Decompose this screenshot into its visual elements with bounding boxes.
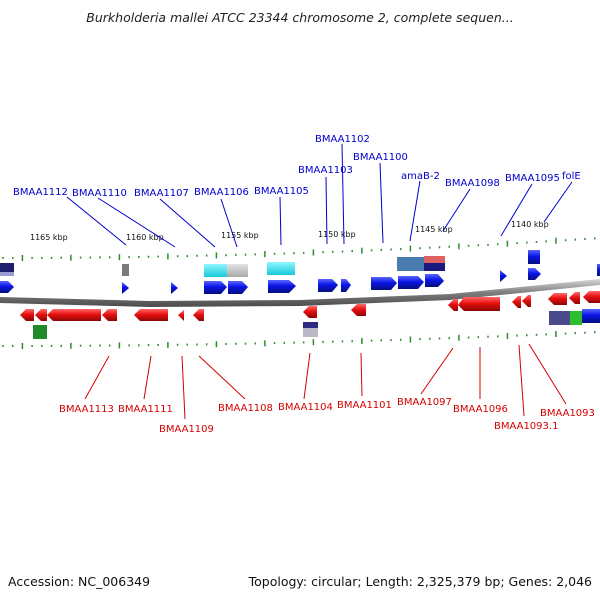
accession-text: Accession: NC_006349 xyxy=(8,574,151,589)
forward-gene[interactable] xyxy=(171,282,178,294)
genome-backbone xyxy=(0,279,600,307)
forward-gene[interactable] xyxy=(122,282,129,294)
feature-block[interactable] xyxy=(570,311,582,325)
top-tick-row xyxy=(2,237,596,261)
reverse-gene[interactable] xyxy=(35,309,47,321)
gene-label[interactable]: BMAA1108 xyxy=(218,403,273,414)
gene-label[interactable]: BMAA1098 xyxy=(445,178,500,189)
ruler-label: 1155 kbp xyxy=(221,231,259,240)
gene-label[interactable]: BMAA1095 xyxy=(505,173,560,184)
feature-block[interactable] xyxy=(424,263,445,271)
gene-label[interactable]: BMAA1110 xyxy=(72,188,127,199)
reverse-gene[interactable] xyxy=(178,310,184,321)
gene-label[interactable]: BMAA1107 xyxy=(134,188,189,199)
map-title: Burkholderia mallei ATCC 23344 chromosom… xyxy=(86,10,514,25)
reverse-gene[interactable] xyxy=(569,292,580,304)
reverse-gene[interactable] xyxy=(193,309,204,321)
reverse-gene[interactable] xyxy=(448,299,458,311)
genome-info-text: Topology: circular; Length: 2,325,379 bp… xyxy=(248,574,592,589)
reverse-gene[interactable] xyxy=(351,304,366,316)
forward-gene[interactable] xyxy=(318,279,338,292)
bottom-leader-lines xyxy=(84,343,567,420)
feature-block[interactable] xyxy=(227,264,248,277)
feature-block[interactable] xyxy=(582,309,600,323)
gene-label[interactable]: BMAA1103 xyxy=(298,165,353,176)
forward-gene[interactable] xyxy=(371,277,397,290)
reverse-gene[interactable] xyxy=(134,309,168,321)
forward-gene[interactable] xyxy=(597,264,600,276)
top-gene-labels: BMAA1112 BMAA1110 BMAA1107 BMAA1106 BMAA… xyxy=(13,134,581,199)
ruler-label: 1165 kbp xyxy=(30,233,68,242)
reverse-gene[interactable] xyxy=(548,293,567,305)
forward-gene[interactable] xyxy=(341,279,351,292)
forward-gene[interactable] xyxy=(528,268,541,280)
forward-genes xyxy=(0,264,600,294)
reverse-gene[interactable] xyxy=(47,309,101,321)
feature-block[interactable] xyxy=(528,250,540,264)
gene-label[interactable]: BMAA1111 xyxy=(118,404,173,415)
gene-label[interactable]: BMAA1093.1 xyxy=(494,421,558,432)
ruler-label: 1160 kbp xyxy=(126,233,164,242)
ruler-label: 1150 kbp xyxy=(318,230,356,239)
bottom-tick-row xyxy=(2,331,596,349)
forward-gene[interactable] xyxy=(398,276,424,289)
reverse-gene[interactable] xyxy=(512,296,521,308)
feature-block[interactable] xyxy=(303,328,318,337)
feature-blocks xyxy=(0,250,600,339)
gene-label[interactable]: BMAA1102 xyxy=(315,134,370,145)
gene-label[interactable]: folE xyxy=(562,171,581,182)
feature-block[interactable] xyxy=(303,322,318,328)
feature-block[interactable] xyxy=(0,272,14,276)
forward-gene[interactable] xyxy=(204,281,227,294)
forward-gene[interactable] xyxy=(228,281,248,294)
gene-label[interactable]: BMAA1093 xyxy=(540,408,595,419)
feature-block[interactable] xyxy=(33,325,47,339)
gene-label[interactable]: amaB-2 xyxy=(401,171,440,182)
gene-label[interactable]: BMAA1101 xyxy=(337,400,392,411)
ruler-label: 1140 kbp xyxy=(511,220,549,229)
feature-block[interactable] xyxy=(122,264,129,276)
gene-label[interactable]: BMAA1100 xyxy=(353,152,408,163)
ruler-labels: 1165 kbp 1160 kbp 1155 kbp 1150 kbp 1145… xyxy=(30,220,549,242)
feature-block[interactable] xyxy=(267,262,295,275)
feature-block[interactable] xyxy=(424,256,445,264)
ruler-label: 1145 kbp xyxy=(415,225,453,234)
gene-label[interactable]: BMAA1104 xyxy=(278,402,333,413)
gene-label[interactable]: BMAA1105 xyxy=(254,186,309,197)
gene-label[interactable]: BMAA1106 xyxy=(194,187,249,198)
gene-label[interactable]: BMAA1096 xyxy=(453,404,508,415)
bottom-gene-labels: BMAA1113 BMAA1111 BMAA1109 BMAA1108 BMAA… xyxy=(59,397,595,435)
reverse-gene[interactable] xyxy=(303,306,317,318)
forward-gene[interactable] xyxy=(500,270,507,282)
forward-gene[interactable] xyxy=(425,274,444,287)
feature-block[interactable] xyxy=(204,264,227,277)
gene-label[interactable]: BMAA1097 xyxy=(397,397,452,408)
reverse-gene[interactable] xyxy=(20,309,34,321)
forward-gene[interactable] xyxy=(0,281,14,293)
gene-label[interactable]: BMAA1113 xyxy=(59,404,114,415)
forward-gene[interactable] xyxy=(268,280,296,293)
top-leader-lines xyxy=(66,143,573,248)
gene-label[interactable]: BMAA1112 xyxy=(13,187,68,198)
reverse-gene[interactable] xyxy=(522,295,531,307)
reverse-genes xyxy=(20,291,600,321)
feature-block[interactable] xyxy=(397,257,424,271)
reverse-gene[interactable] xyxy=(458,297,500,311)
reverse-gene[interactable] xyxy=(583,291,600,303)
feature-block[interactable] xyxy=(549,311,570,325)
gene-label[interactable]: BMAA1109 xyxy=(159,424,214,435)
reverse-gene[interactable] xyxy=(102,309,117,321)
